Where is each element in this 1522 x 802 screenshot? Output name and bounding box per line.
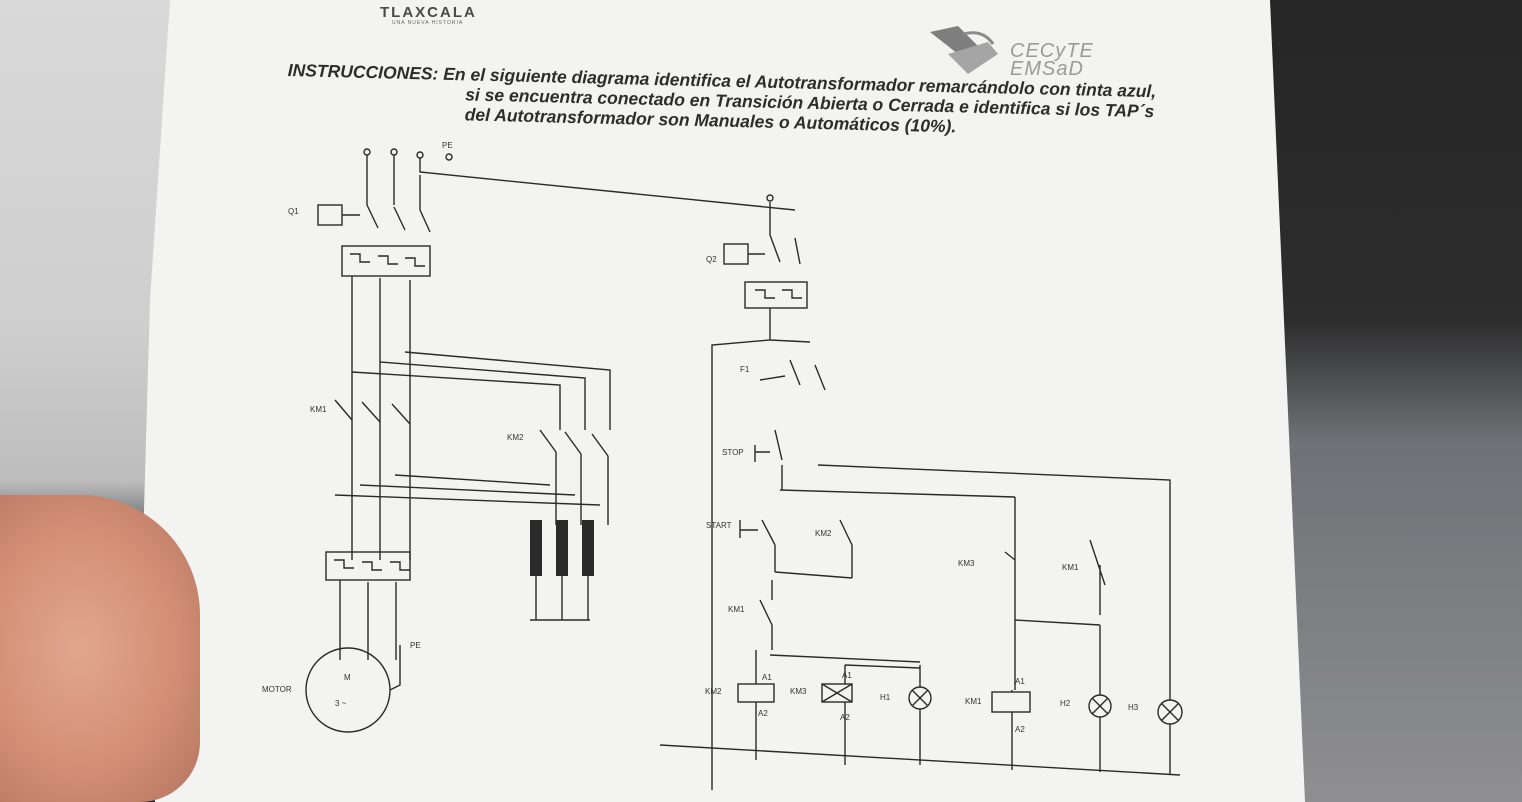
- motor-pe-label: PE: [410, 641, 421, 650]
- lamp-h2: H2: [1060, 625, 1112, 772]
- coil-km1-a1: A1: [1015, 677, 1025, 686]
- motor-label: MOTOR: [262, 685, 292, 694]
- coil-km2: KM2 A1 A2: [705, 650, 775, 760]
- coil-km1-a2: A2: [1015, 725, 1025, 734]
- stop-label: STOP: [722, 448, 744, 457]
- coil-km3: KM3 A1 A2: [790, 665, 853, 765]
- km3-contacts: KM3 KM1: [958, 497, 1106, 620]
- logo-text-emsad: EMSaD: [1010, 58, 1084, 80]
- coil-km3-label: KM3: [790, 687, 807, 696]
- km1-power-label: KM1: [310, 405, 327, 414]
- coil-km1: KM1 A1 A2: [965, 677, 1031, 770]
- motor: MOTOR M 3 ~ PE: [262, 641, 421, 733]
- km3-contact-label: KM3: [958, 559, 975, 568]
- km2-seal-label: KM2: [815, 529, 832, 538]
- cecyte-logo-icon: [930, 26, 998, 74]
- coil-km2-label: KM2: [705, 687, 722, 696]
- coil-km2-a2: A2: [758, 709, 768, 718]
- f1-aux-label: F1: [740, 365, 750, 374]
- motor-phase-label: 3 ~: [335, 699, 347, 708]
- start-label: START: [706, 521, 732, 530]
- power-circuit: PE Q1 KM1 KM2: [262, 141, 796, 733]
- relay-f1-power: [341, 245, 431, 277]
- logo-text-cecyte: CECyTE: [1010, 40, 1094, 62]
- contactor-km1-power: KM1: [310, 399, 411, 425]
- lamp-h3: H3: [1128, 690, 1183, 775]
- control-circuit: Q2 F1 STOP START KM2: [659, 194, 1183, 790]
- lamp-h1: H1: [880, 665, 932, 765]
- breaker-q2-label: Q2: [706, 255, 717, 264]
- lamp-h2-label: H2: [1060, 699, 1071, 708]
- breaker-q1-label: Q1: [288, 207, 299, 216]
- contactor-km2-power: KM2: [507, 429, 609, 525]
- brand-tagline: UNA NUEVA HISTORIA: [392, 20, 464, 26]
- coil-km2-a1: A1: [762, 673, 772, 682]
- hand: [0, 495, 200, 802]
- autotransformer: [530, 520, 594, 621]
- km2-power-label: KM2: [507, 433, 524, 442]
- motor-symbol: M: [344, 673, 351, 682]
- lamp-h3-label: H3: [1128, 703, 1139, 712]
- coil-km3-a1: A1: [842, 671, 852, 680]
- power-terminals: PE: [363, 141, 453, 161]
- relay-f1-lower: [325, 551, 411, 581]
- lamp-h1-label: H1: [880, 693, 891, 702]
- pe-terminal-label: PE: [442, 141, 453, 150]
- km1-interlock-label: KM1: [728, 605, 745, 614]
- km1-interlock: KM1: [728, 580, 773, 650]
- stop-button: STOP: [722, 429, 783, 490]
- worksheet-paper: [140, 0, 1305, 802]
- km1-aux-label: KM1: [1062, 563, 1079, 572]
- km2-seal-contact: KM2: [774, 519, 853, 579]
- background-right: [1270, 0, 1522, 802]
- coil-km1-label: KM1: [965, 697, 982, 706]
- relay-f1-control: [744, 281, 808, 309]
- start-button: START: [706, 519, 776, 572]
- brand-title: TLAXCALA: [380, 4, 477, 21]
- breaker-q2: Q2: [706, 234, 801, 265]
- f1-aux-contact: F1: [740, 359, 826, 391]
- breaker-q1: Q1: [288, 204, 431, 233]
